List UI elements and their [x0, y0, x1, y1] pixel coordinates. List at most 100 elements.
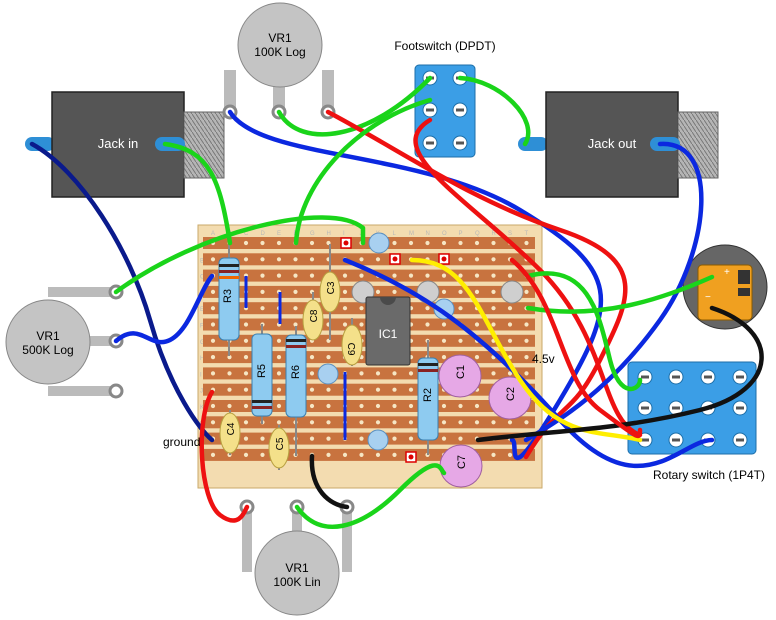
strip-hole	[210, 289, 216, 294]
column-letter: G	[310, 231, 315, 237]
strip-hole	[408, 387, 414, 392]
wire-yellow	[409, 257, 643, 443]
strip-hole	[243, 338, 249, 343]
strip-hole	[375, 387, 381, 392]
strip-hole	[243, 322, 249, 327]
pot-left-value: 500K Log	[22, 343, 73, 357]
strip-hole	[243, 420, 249, 425]
column-letter: C	[244, 231, 249, 237]
strip-hole	[260, 273, 265, 278]
strip-hole	[441, 338, 447, 343]
jack-out[interactable]: Jack out	[518, 91, 719, 198]
c4-label: C4	[226, 422, 237, 435]
strip-hole	[210, 338, 216, 343]
rotary-label: Rotary switch (1P4T)	[653, 468, 765, 482]
pot-top[interactable]: VR1 100K Log	[222, 2, 336, 120]
v45-label: 4.5v	[532, 352, 555, 366]
strip-hole	[425, 240, 430, 246]
strip-hole	[276, 273, 282, 278]
resistor-r2: R2	[417, 357, 439, 441]
strip-hole	[210, 306, 216, 311]
wire-blue	[523, 141, 704, 443]
wire-navy	[29, 141, 215, 443]
pot-bottom[interactable]: VR1 100K Lin	[239, 499, 355, 616]
strip-hole	[524, 289, 529, 294]
strip-hole	[309, 387, 315, 392]
strip-hole	[276, 355, 282, 360]
strip-hole	[474, 420, 480, 425]
strip-hole	[408, 371, 414, 376]
strip-hole	[309, 436, 315, 441]
strip-hole	[524, 240, 529, 246]
strip-hole	[392, 452, 397, 457]
ic1: IC1	[365, 296, 411, 366]
row-letter: I	[200, 372, 202, 378]
strip-hole	[210, 322, 216, 327]
battery-minus: −	[705, 292, 711, 303]
row-letter: E	[200, 307, 204, 313]
strip-hole	[425, 306, 430, 311]
wire-green	[525, 271, 643, 392]
footswitch-lugs	[422, 70, 468, 151]
footswitch[interactable]: Footswitch (DPDT)	[394, 39, 496, 158]
strip-hole	[375, 257, 381, 262]
strip-hole	[375, 452, 381, 457]
strip-hole	[359, 257, 364, 262]
strip-hole	[276, 257, 282, 262]
strip-hole	[243, 371, 249, 376]
pot-left[interactable]: VR1 500K Log	[5, 284, 124, 399]
strip-hole	[359, 387, 364, 392]
strip-hole	[243, 257, 249, 262]
strip-hole	[210, 420, 216, 425]
column-letter: O	[442, 231, 447, 237]
column-letter: L	[393, 231, 397, 237]
strip-hole	[441, 403, 447, 409]
strip-hole	[326, 420, 331, 425]
column-letter: P	[459, 231, 463, 237]
row-letter: J	[200, 389, 203, 395]
strip-hole	[441, 240, 447, 246]
battery-plus: +	[724, 267, 730, 278]
strip-hole	[227, 387, 232, 392]
strip-hole	[458, 420, 463, 425]
strip-hole	[375, 289, 381, 294]
column-letter: H	[327, 231, 331, 237]
strip-hole	[507, 273, 513, 278]
strip-hole	[408, 436, 414, 441]
c7-label: C7	[456, 455, 468, 469]
strip-hole	[474, 257, 480, 262]
jack-out-label: Jack out	[588, 136, 637, 151]
strip-hole	[408, 240, 414, 246]
strip-hole	[359, 371, 364, 376]
row-letter: G	[200, 340, 205, 346]
strip-hole	[375, 403, 381, 409]
jack-in[interactable]: Jack in	[25, 91, 225, 198]
column-letter: N	[426, 231, 430, 237]
c1-label: C1	[455, 365, 467, 379]
strip-hole	[375, 371, 381, 376]
strip-hole	[243, 355, 249, 360]
wire-blue	[227, 109, 604, 460]
strip-hole	[474, 240, 480, 246]
strip-hole	[392, 289, 397, 294]
strip-hole	[243, 240, 249, 246]
strip-hole	[458, 273, 463, 278]
strip-hole	[458, 240, 463, 246]
strip-hole	[392, 240, 397, 246]
ground-label: ground	[163, 435, 200, 449]
row-letter: C	[200, 275, 205, 281]
r5-label: R5	[256, 364, 268, 378]
footswitch-label: Footswitch (DPDT)	[394, 39, 495, 53]
strip-hole	[276, 338, 282, 343]
battery-connector[interactable]: + −	[682, 244, 768, 330]
strip-hole	[392, 436, 397, 441]
strip-hole	[260, 306, 265, 311]
strip-hole	[491, 289, 496, 294]
strip-hole	[309, 240, 315, 246]
strip-hole	[326, 387, 331, 392]
strip-hole	[425, 273, 430, 278]
copper-strip	[203, 416, 535, 429]
strip-hole	[359, 403, 364, 409]
rotary-switch[interactable]: Rotary switch (1P4T)	[627, 361, 765, 482]
wire-black	[475, 305, 764, 443]
